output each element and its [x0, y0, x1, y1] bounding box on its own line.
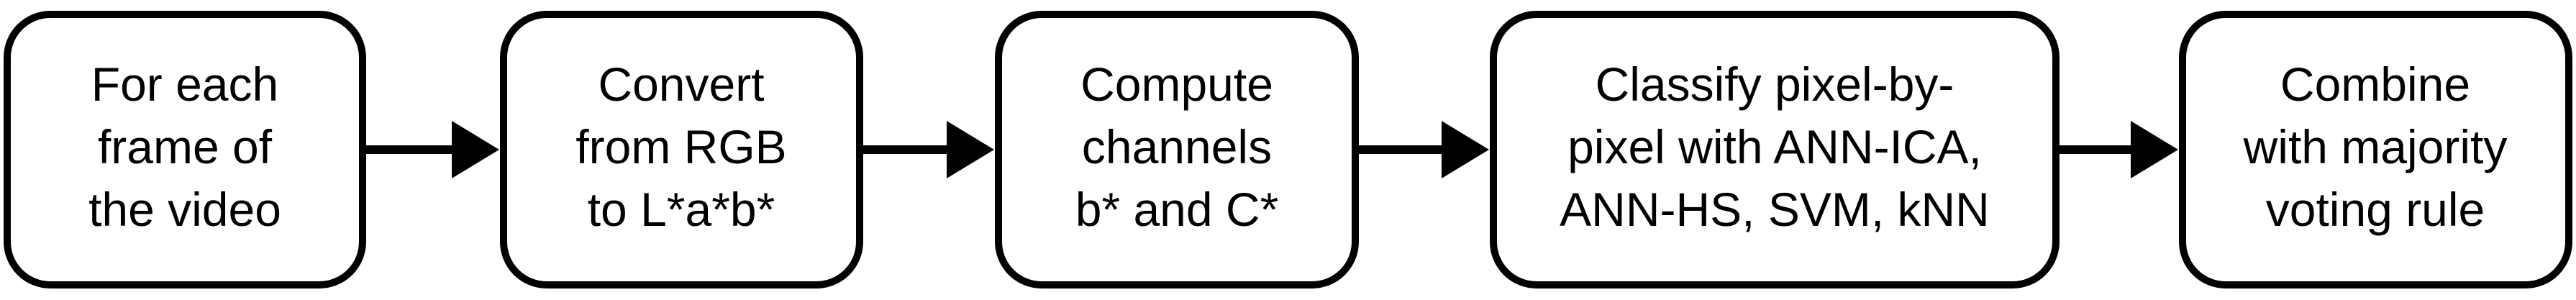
step-2-line-3: to L*a*b*: [588, 183, 775, 236]
step-box-3: Compute channels b* and C*: [995, 11, 1359, 288]
step-1-line-3: the video: [88, 183, 281, 236]
step-box-4: Classify pixel-by- pixel with ANN-ICA, A…: [1490, 11, 2060, 288]
step-3-line-2: channels: [1082, 120, 1272, 173]
step-4-line-3: ANN-HS, SVM, kNN: [1560, 183, 1990, 236]
step-box-2: Convert from RGB to L*a*b*: [500, 11, 863, 288]
flow-arrows: [363, 121, 2178, 178]
step-box-5: Combine with majority voting rule: [2179, 11, 2572, 288]
step-2-line-1: Convert: [598, 58, 764, 111]
step-4-line-1: Classify pixel-by-: [1596, 58, 1954, 111]
arrow-step2-to-step3: [860, 121, 994, 178]
step-2-line-2: from RGB: [575, 120, 786, 173]
step-box-1: For each frame of the video: [4, 11, 366, 288]
arrow-step4-to-step5: [2056, 121, 2178, 178]
arrow-step3-to-step4: [1355, 121, 1489, 178]
step-3-line-3: b* and C*: [1075, 183, 1279, 236]
step-5-line-3: voting rule: [2266, 183, 2485, 236]
step-5-line-1: Combine: [2280, 58, 2470, 111]
step-1-line-1: For each: [91, 58, 278, 111]
step-1-line-2: frame of: [98, 120, 273, 173]
arrow-step1-to-step2: [363, 121, 499, 178]
step-3-line-1: Compute: [1080, 58, 1273, 111]
step-5-line-2: with majority: [2243, 120, 2508, 173]
step-4-line-2: pixel with ANN-ICA,: [1567, 120, 1982, 173]
